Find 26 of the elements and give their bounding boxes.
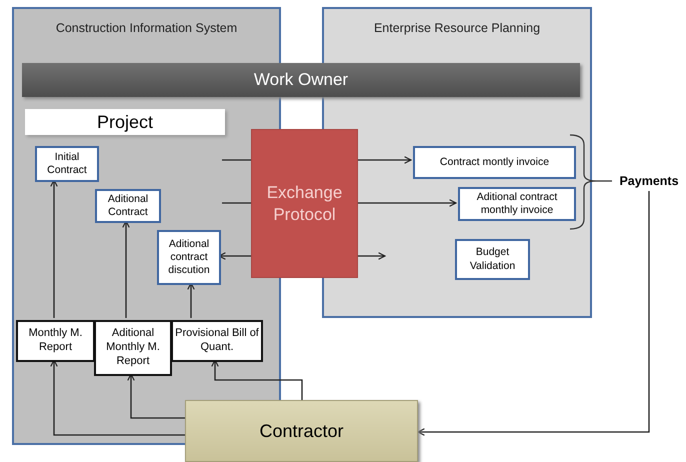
arrow bbox=[187, 282, 195, 318]
panel-title: Construction Information System bbox=[56, 21, 238, 37]
arrow bbox=[122, 220, 130, 318]
actor-box: Contractor bbox=[185, 400, 418, 462]
process-box: Provisional Bill of Quant. bbox=[171, 320, 263, 362]
process-box: Budget Validation bbox=[455, 239, 530, 280]
process-box: Aditional contract monthly invoice bbox=[458, 187, 576, 221]
process-box: Monthly M. Report bbox=[16, 320, 95, 362]
process-box: Aditional Contract bbox=[95, 189, 161, 223]
node-label: Payments bbox=[612, 173, 686, 191]
arrow bbox=[211, 359, 303, 400]
band-bar: Work Owner bbox=[22, 63, 580, 97]
arrow bbox=[218, 252, 386, 260]
process-box: Contract montly invoice bbox=[413, 146, 576, 179]
header-bar: Project bbox=[25, 109, 225, 135]
panel-title: Enterprise Resource Planning bbox=[374, 21, 540, 37]
process-box: Aditional contract discution bbox=[157, 230, 221, 285]
arrow bbox=[417, 191, 650, 436]
process-box: Aditional Monthly M. Report bbox=[94, 320, 172, 376]
arrow bbox=[50, 179, 58, 318]
arrow bbox=[222, 156, 412, 164]
arrow bbox=[50, 359, 185, 436]
process-box: Initial Contract bbox=[35, 146, 99, 182]
arrow bbox=[222, 199, 457, 207]
protocol-box: Exchange Protocol bbox=[251, 129, 358, 278]
arrow bbox=[127, 373, 185, 419]
